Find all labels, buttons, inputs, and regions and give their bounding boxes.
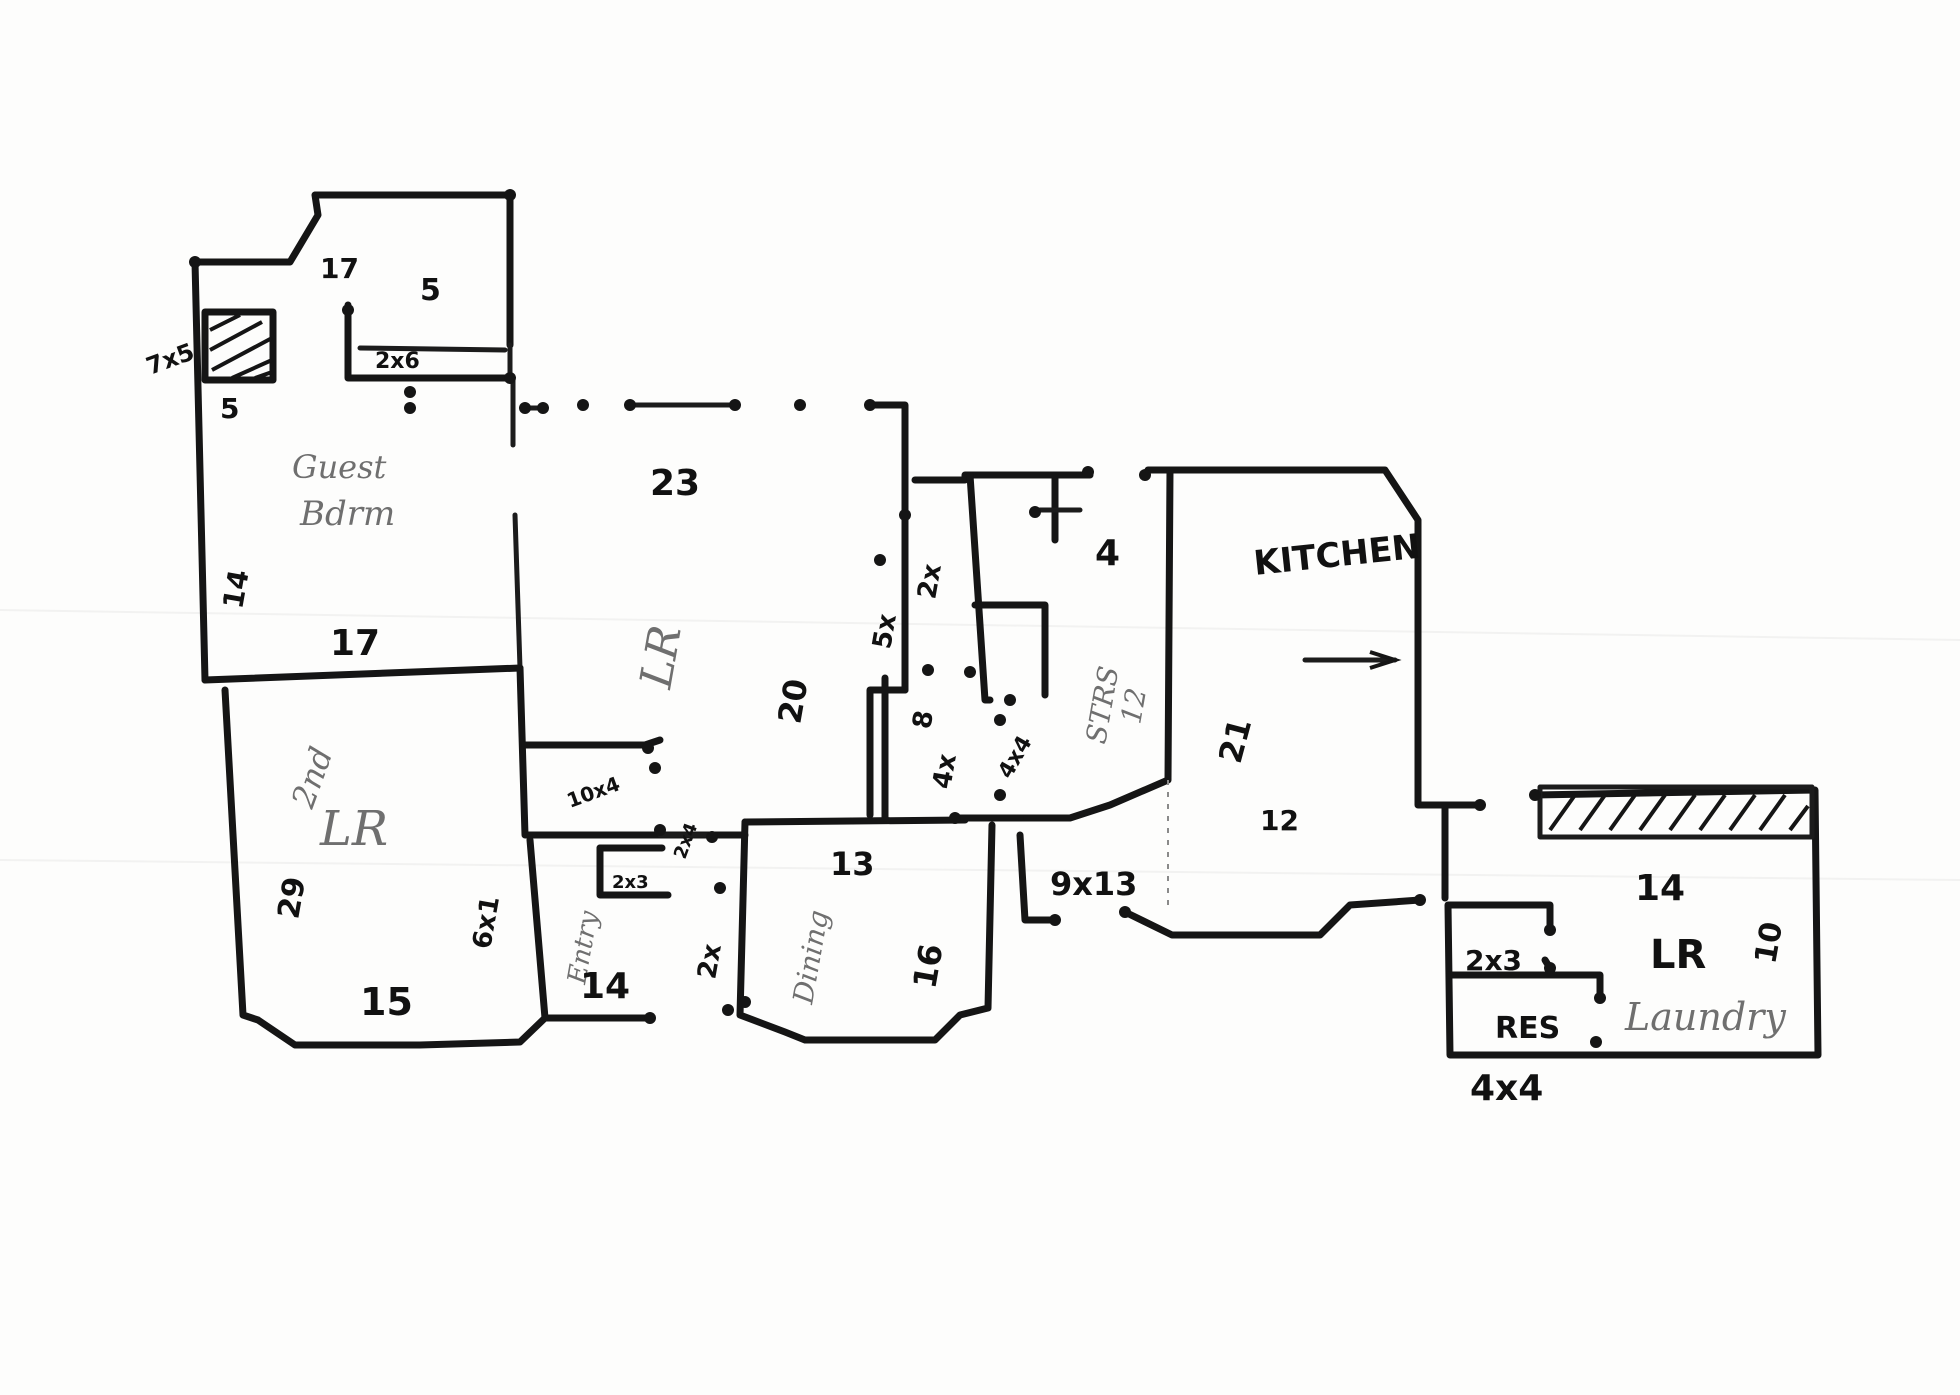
- dining-side: 2x: [692, 941, 728, 981]
- laundry-name: Laundry: [1624, 995, 1786, 1039]
- closet-2x3: 2x3: [612, 872, 649, 893]
- kitchen-depth: 21: [1211, 714, 1259, 767]
- rear-lr-name: LR: [1650, 932, 1706, 978]
- stairs-depth: 12: [1114, 685, 1153, 726]
- hall-dims-a: 5x: [867, 611, 903, 651]
- second-lr-nook: 6x1: [467, 894, 506, 951]
- guest-bedroom-width: 17: [330, 623, 380, 664]
- dining-depth: 16: [905, 941, 950, 991]
- top-closet-width: 17: [320, 252, 359, 285]
- guest-bedroom-name-line1: Guest: [292, 448, 387, 486]
- res-dims: 4x4: [1470, 1068, 1543, 1109]
- hall-stairs-dots: [922, 466, 1151, 926]
- rear-room-dots: [1529, 789, 1606, 1048]
- guest-bedroom-dots: [189, 189, 516, 414]
- second-lr-depth: 29: [271, 874, 313, 921]
- hall-2x: 2x: [912, 561, 948, 601]
- second-lr-width: 15: [360, 980, 413, 1024]
- entry-closets: [596, 832, 713, 899]
- entry-closet-number: 8: [907, 708, 940, 731]
- rear-lr-side: 10: [1748, 919, 1790, 966]
- hall-stairs-walls: [911, 466, 1174, 924]
- fireplace: [201, 308, 277, 384]
- hall-dims-d: 9x13: [1050, 865, 1137, 903]
- entry-dots: [654, 824, 726, 894]
- second-lr-name-line2: LR: [319, 801, 388, 857]
- dining-width: 13: [830, 845, 875, 883]
- top-closet-label: 5: [420, 273, 441, 308]
- dining-walls: [736, 674, 996, 1044]
- guest-bedroom-closet-label: 5: [220, 392, 239, 425]
- guest-bedroom-walls: [191, 191, 524, 684]
- living-room-depth: 20: [770, 676, 815, 726]
- closet-depth-dims: 2x6: [375, 349, 420, 374]
- second-living-room-dots: [644, 1012, 656, 1024]
- closet-10x4: 10x4: [564, 771, 624, 812]
- kitchen-width: 12: [1260, 804, 1299, 837]
- living-room-dots: [519, 399, 911, 774]
- second-living-room-walls: [221, 686, 654, 1049]
- stairs-width: 4: [1095, 533, 1120, 574]
- kitchen-dots: [1414, 799, 1486, 906]
- guest-bedroom-name-line2: Bdrm: [299, 494, 395, 534]
- hall-dims-b: 4x: [927, 751, 963, 791]
- rear-lr-width: 14: [1635, 868, 1685, 909]
- hall-dims-c: 4x4: [994, 732, 1038, 783]
- kitchen-name: KITCHEN: [1252, 527, 1423, 584]
- closet-2x4: 2x4: [670, 820, 702, 862]
- entry-width: 14: [580, 966, 630, 1007]
- kitchen-walls: [1121, 466, 1484, 939]
- rear-closet-2x3: 2x3: [1465, 944, 1522, 977]
- living-room-name: LR: [630, 622, 691, 693]
- dining-name: Dining: [786, 908, 835, 1008]
- guest-bedroom-depth: 14: [216, 567, 255, 611]
- fireplace-dims: 7x5: [142, 338, 198, 381]
- res-name: RES: [1495, 1011, 1560, 1046]
- living-room-width: 23: [650, 463, 700, 504]
- dining-dots: [722, 996, 751, 1016]
